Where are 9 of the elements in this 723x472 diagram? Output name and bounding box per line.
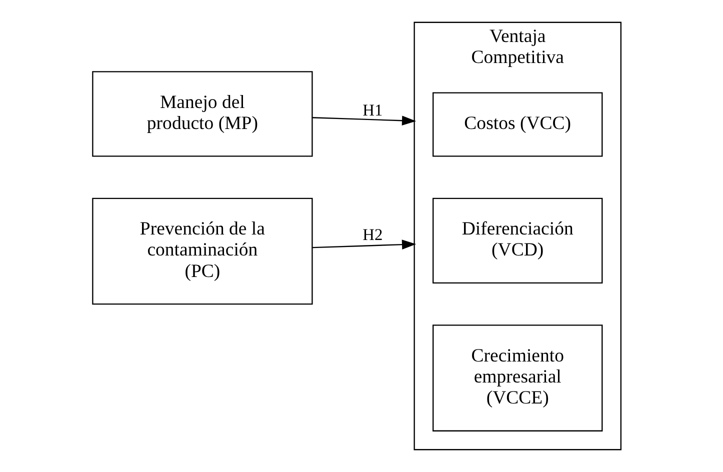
arrow [312,116,416,126]
edge-label: H2 [362,224,383,244]
node-box: Costos (VCC) [432,92,603,157]
edge-label: H1 [362,100,383,120]
node-box: Diferenciación (VCD) [432,198,603,284]
node-box: Manejo del producto (MP) [92,71,313,157]
node-box: Prevención de la contaminación (PC) [92,198,313,305]
arrow [312,240,416,250]
node-box: Crecimiento empresarial (VCCE) [432,324,603,432]
